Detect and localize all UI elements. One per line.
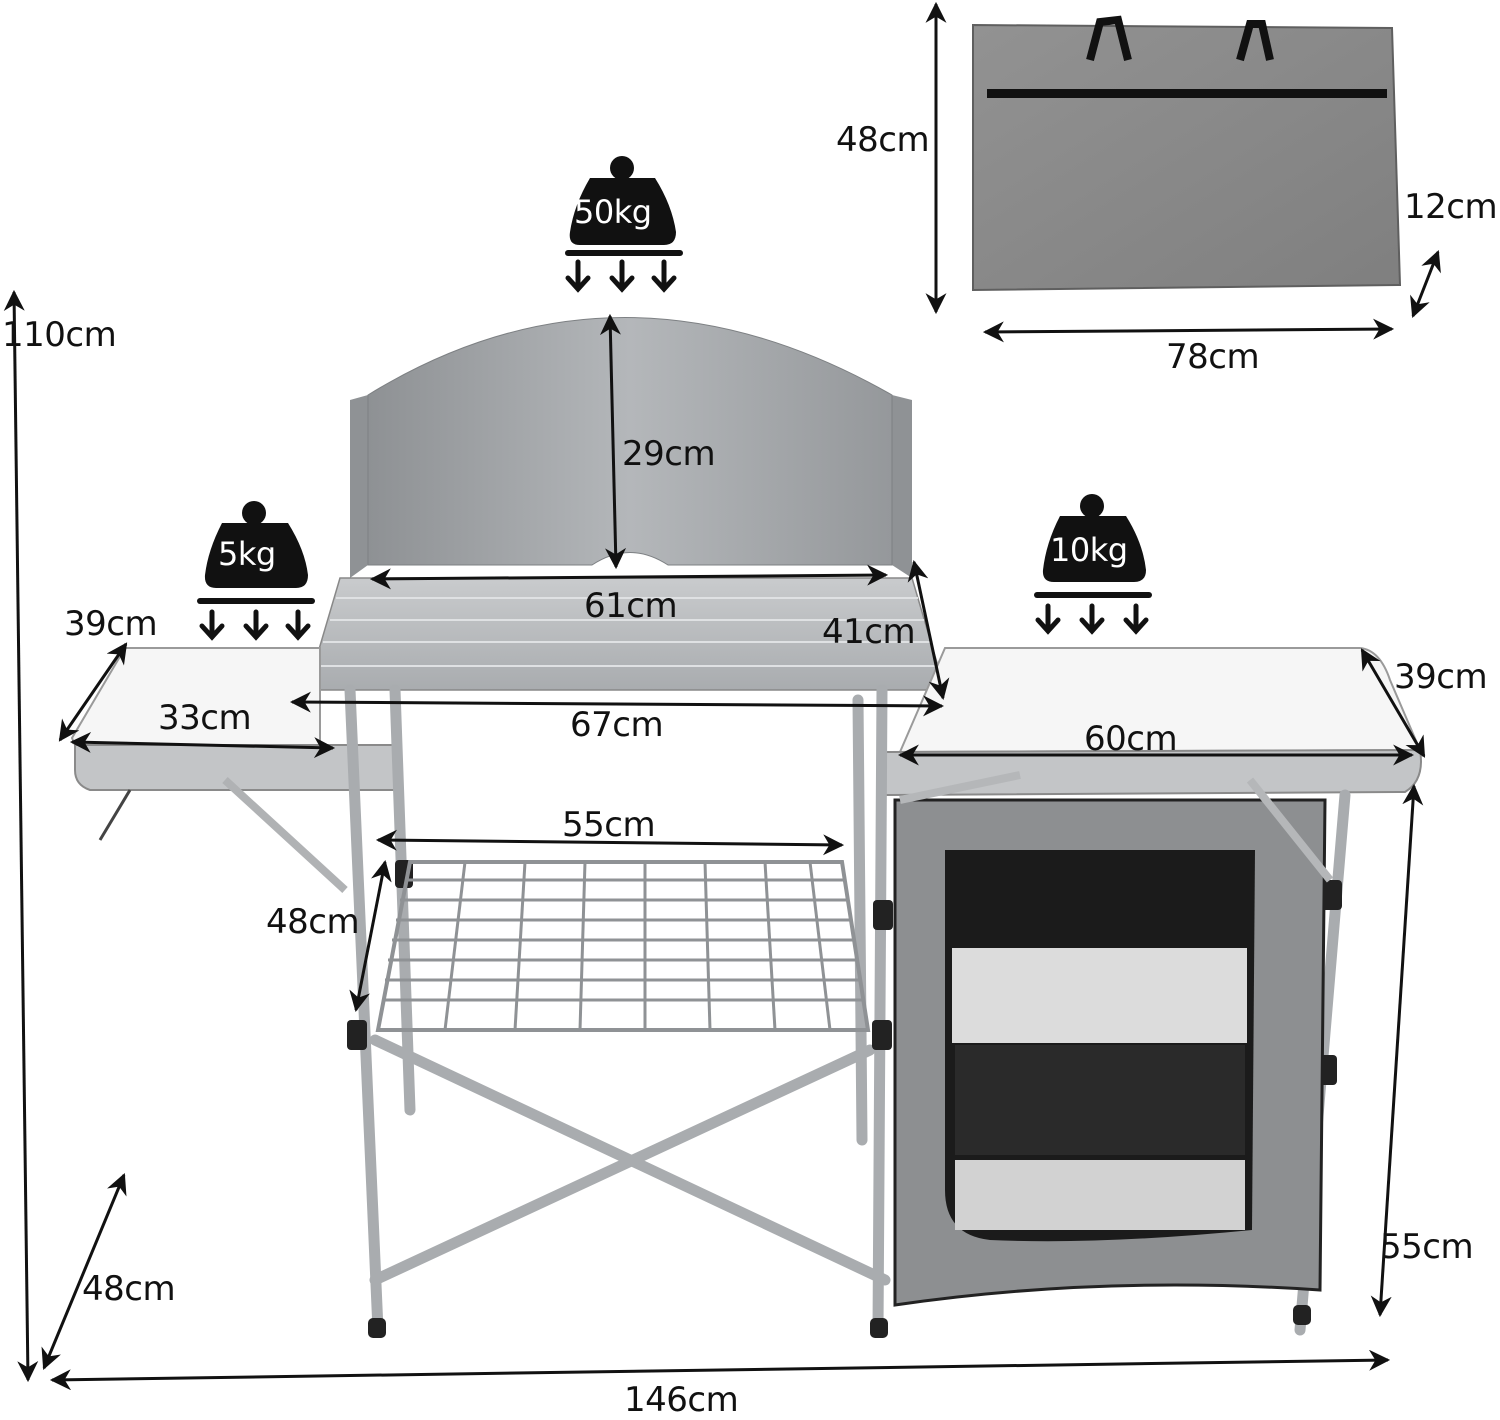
- arrow-down-icons-50kg: [565, 259, 677, 293]
- arrow-down-icons-10kg: [1035, 603, 1149, 635]
- right-table-depth-label: 39cm: [1394, 657, 1488, 697]
- center-table-width-label: 67cm: [570, 705, 664, 745]
- left-table-depth-label: 39cm: [64, 604, 158, 644]
- bag-height-label: 48cm: [836, 120, 930, 160]
- weight-icon-10kg: [1034, 494, 1152, 598]
- total-width-label: 146cm: [624, 1380, 739, 1420]
- dimension-arrows: [3, 289, 1426, 1391]
- arrow-down-icons-5kg: [199, 609, 311, 641]
- shelf-width-label: 55cm: [562, 805, 656, 845]
- base-depth-label: 48cm: [82, 1269, 176, 1309]
- load-label-10kg: 10kg: [1050, 531, 1128, 569]
- total-height-label: 110cm: [2, 315, 117, 355]
- right-table-width-label: 60cm: [1084, 719, 1178, 759]
- bag-thickness-label: 12cm: [1404, 187, 1498, 227]
- shelf-depth-label: 48cm: [266, 902, 360, 942]
- cabinet-height-label: 55cm: [1380, 1227, 1474, 1267]
- center-table-depth-label: 41cm: [822, 612, 916, 652]
- weight-icon-50kg: [565, 156, 683, 256]
- storage-cabinet: [893, 771, 1334, 1307]
- carry-bag: [972, 15, 1402, 292]
- bag-width-label: 78cm: [1166, 337, 1260, 377]
- left-table-width-label: 33cm: [158, 698, 252, 738]
- windscreen-width-label: 61cm: [584, 586, 678, 626]
- wire-shelf: [375, 860, 871, 1032]
- load-label-50kg: 50kg: [574, 193, 652, 231]
- weight-icon-5kg: [197, 501, 315, 604]
- load-label-5kg: 5kg: [218, 535, 276, 573]
- windscreen-height-label: 29cm: [622, 434, 716, 474]
